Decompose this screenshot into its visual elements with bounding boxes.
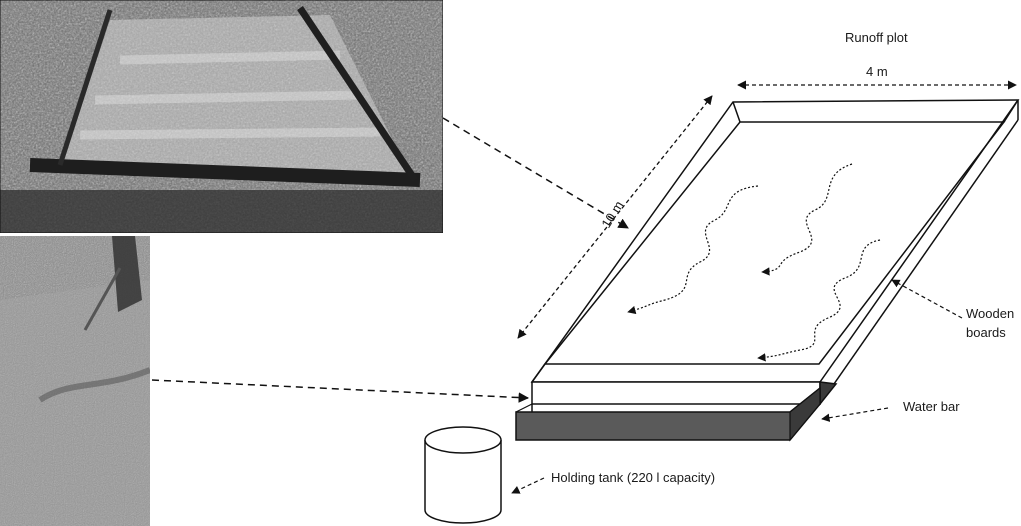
slope-to-plot-arrow: [151, 379, 530, 403]
length-dimension-line: [517, 95, 713, 339]
width-label: 4 m: [866, 64, 888, 79]
runoff-plot-photo: [0, 0, 443, 233]
runoff-plot-schematic: [530, 99, 1020, 412]
diagram-title: Runoff plot: [845, 30, 908, 45]
wooden-boards-label-line1: Wooden: [966, 306, 1014, 321]
water-bar-leader-arrow: [821, 407, 889, 422]
water-bar: [515, 386, 821, 442]
lower-board: [531, 381, 821, 405]
holding-tank: [424, 426, 502, 524]
plot-outer-frame: [530, 99, 1020, 383]
tank-leader-arrow: [511, 477, 545, 494]
wooden-boards-label-line2: boards: [966, 325, 1006, 340]
flow-arrow-3: [757, 239, 881, 362]
length-label: 10 m: [598, 198, 626, 230]
water-bar-label: Water bar: [903, 399, 960, 414]
holding-tank-label: Holding tank (220 l capacity): [551, 470, 715, 485]
boards-leader-arrow: [891, 279, 963, 319]
photo-to-plot-arrow: [442, 117, 629, 229]
field-slope-photo: [0, 236, 150, 526]
